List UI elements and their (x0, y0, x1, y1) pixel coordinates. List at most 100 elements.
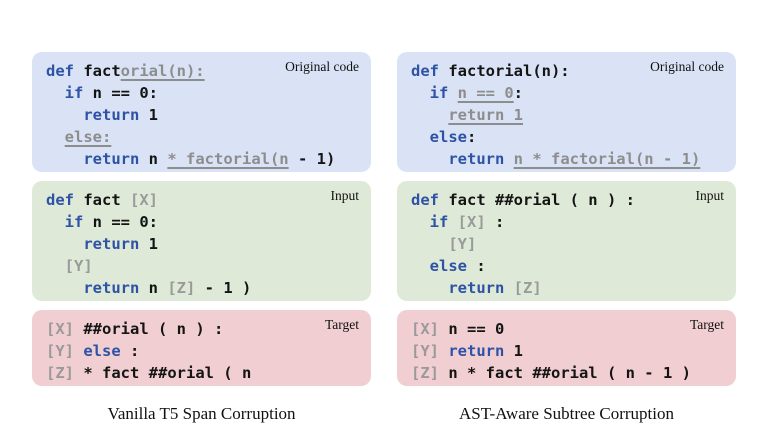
code-line: else : (411, 255, 726, 277)
column-vanilla-t5: Original code def factorial(n): if n == … (32, 52, 371, 424)
code-line: def fact ##orial ( n ) : (411, 189, 726, 211)
code-token: : (467, 257, 486, 275)
code-token: : (467, 128, 477, 146)
code-token: if (429, 213, 458, 231)
code-line: [X] n == 0 (411, 318, 726, 340)
code-token (411, 257, 430, 275)
code-token: def (411, 62, 449, 80)
code-block-original-ast: def factorial(n): if n == 0: return 1 el… (411, 60, 726, 170)
caption-vanilla-t5: Vanilla T5 Span Corruption (107, 404, 296, 423)
corruption-comparison-figure: Original code def factorial(n): if n == … (32, 52, 736, 424)
box-label: Target (324, 317, 359, 332)
code-token: return (83, 150, 149, 168)
code-token: : (120, 342, 140, 360)
sentinel-token: [X] (46, 320, 74, 338)
code-token: return (83, 106, 149, 124)
code-token: if (64, 213, 93, 231)
code-block-input-vanilla: def fact [X] if n == 0: return 1 [Y] ret… (46, 189, 361, 299)
code-line: return 1 (411, 104, 726, 126)
code-token: 1 (148, 235, 158, 253)
sentinel-token: [Y] (46, 342, 74, 360)
code-token: if (64, 84, 93, 102)
code-line: def fact [X] (46, 189, 361, 211)
code-token: : (485, 213, 505, 231)
code-token (46, 106, 83, 124)
code-line: def factorial(n): (46, 60, 361, 82)
caption-ast-aware: AST-Aware Subtree Corruption (459, 404, 674, 423)
sentinel-token: [Y] (64, 257, 93, 275)
sentinel-token: [Z] (411, 364, 439, 382)
code-line: return n * factorial(n - 1) (46, 148, 361, 170)
code-line: [Y] return 1 (411, 340, 726, 362)
code-line: return [Z] (411, 277, 726, 299)
code-token (46, 279, 83, 297)
code-block-original-vanilla: def factorial(n): if n == 0: return 1 el… (46, 60, 361, 170)
code-line: return n * factorial(n - 1) (411, 148, 726, 170)
code-token: def (46, 191, 84, 209)
sentinel-token: [Z] (513, 279, 542, 297)
code-token: n * fact ##orial ( n - 1 ) (439, 364, 691, 382)
code-token: : (513, 84, 524, 102)
code-token: else (429, 257, 467, 275)
code-token: fact (83, 191, 130, 209)
sentinel-token: [Z] (46, 364, 74, 382)
code-token: n (148, 150, 168, 168)
code-token: def (46, 62, 84, 80)
code-line: [X] ##orial ( n ) : (46, 318, 361, 340)
code-line: [Y] (46, 255, 361, 277)
code-token (74, 342, 83, 360)
input-box-ast: Input def fact ##orial ( n ) : if [X] : … (397, 181, 736, 301)
box-label: Input (695, 188, 725, 203)
code-token (411, 279, 448, 297)
original-code-box-ast: Original code def factorial(n): if n == … (397, 52, 736, 172)
code-token: if (429, 84, 458, 102)
code-line: return 1 (46, 233, 361, 255)
code-token (46, 213, 65, 231)
sentinel-token: [Y] (448, 235, 477, 253)
box-label: Original code (650, 59, 724, 74)
code-token: ##orial ( n ) : (74, 320, 224, 338)
code-token: return (448, 150, 514, 168)
code-block-target-ast: [X] n == 0[Y] return 1[Z] n * fact ##ori… (411, 318, 726, 384)
code-token: fact ##orial ( n ) : (448, 191, 635, 209)
box-label: Input (330, 188, 360, 203)
code-token (411, 150, 448, 168)
code-line: return n [Z] - 1 ) (46, 277, 361, 299)
original-code-box-vanilla: Original code def factorial(n): if n == … (32, 52, 371, 172)
code-token (411, 84, 430, 102)
box-label: Original code (285, 59, 359, 74)
target-box-ast: Target [X] n == 0[Y] return 1[Z] n * fac… (397, 310, 736, 386)
code-token: return (448, 342, 505, 360)
code-block-target-vanilla: [X] ##orial ( n ) :[Y] else :[Z] * fact … (46, 318, 361, 384)
code-token (46, 150, 83, 168)
code-token: return (83, 279, 149, 297)
code-token: 1 (148, 106, 158, 124)
code-token (46, 128, 65, 146)
code-token (411, 213, 430, 231)
code-line: [Z] n * fact ##orial ( n - 1 ) (411, 362, 726, 384)
target-box-vanilla: Target [X] ##orial ( n ) :[Y] else :[Z] … (32, 310, 371, 386)
code-token: n == 0 (457, 84, 514, 102)
code-token (411, 128, 430, 146)
code-token: n == 0 (439, 320, 505, 338)
code-token (411, 106, 448, 124)
code-line: if [X] : (411, 211, 726, 233)
code-token: * fact ##orial ( n (74, 364, 252, 382)
code-token: return (83, 235, 149, 253)
code-token: orial(n): (120, 62, 205, 80)
code-token: n * factorial(n - 1) (513, 150, 701, 168)
code-token: 1 (504, 342, 524, 360)
code-token (46, 235, 83, 253)
code-token: else: (64, 128, 112, 146)
code-token: factorial(n): (448, 62, 570, 80)
code-token: * factorial(n (167, 150, 289, 168)
code-token: - 1) (288, 150, 336, 168)
code-line: else: (46, 126, 361, 148)
code-line: else: (411, 126, 726, 148)
code-line: [Z] * fact ##orial ( n (46, 362, 361, 384)
sentinel-token: [Z] (167, 279, 196, 297)
code-token (46, 257, 65, 275)
code-token: - 1 ) (195, 279, 252, 297)
code-token (46, 84, 65, 102)
sentinel-token: [X] (130, 191, 158, 209)
